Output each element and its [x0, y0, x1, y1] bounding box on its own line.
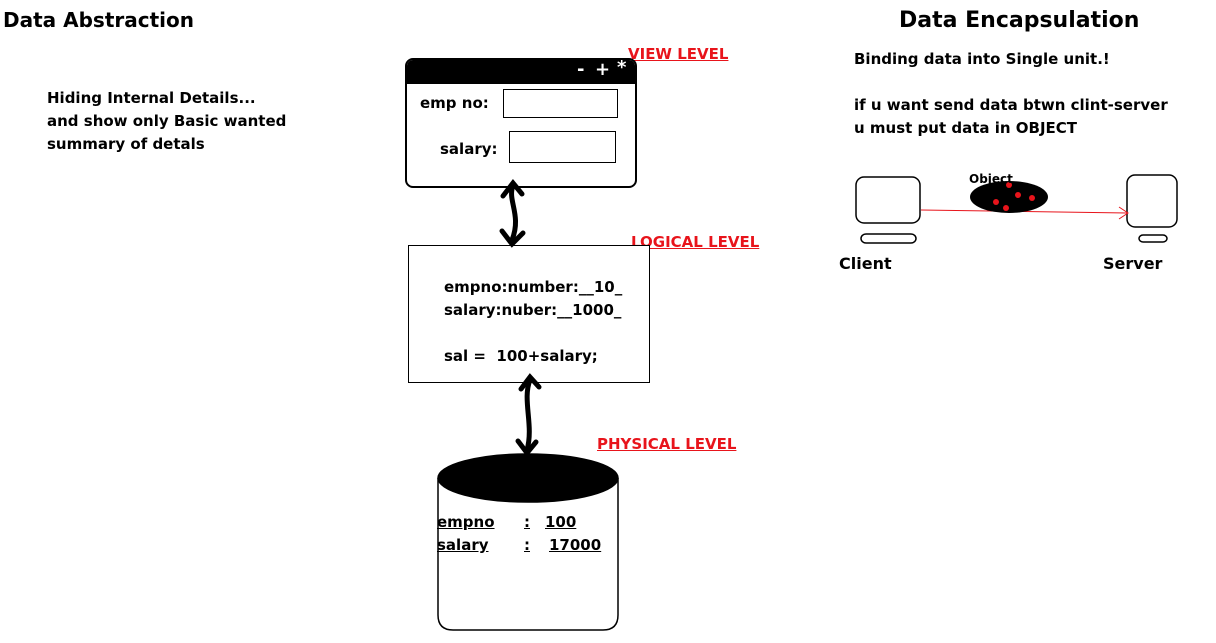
logical-box: empno:number:__10_ salary:nuber:__1000_ …: [408, 245, 650, 383]
view-window: - + * emp no: salary:: [405, 58, 637, 188]
logical-line-4: sal = 100+salary;: [444, 347, 598, 365]
database-cylinder: [437, 453, 619, 631]
description-line-1: Hiding Internal Details...: [47, 89, 256, 107]
salary-field[interactable]: [509, 131, 616, 163]
encapsulation-line-3: u must put data in OBJECT: [854, 119, 1078, 137]
abstraction-description: Hiding Internal Details... and show only…: [47, 87, 286, 156]
encapsulation-line-1: Binding data into Single unit.!: [854, 50, 1110, 68]
logical-line-1: empno:number:__10_: [444, 278, 623, 296]
physical-sep-1: :: [524, 513, 530, 531]
physical-key-2: salary: [437, 536, 489, 554]
description-line-2: and show only Basic wanted: [47, 112, 287, 130]
double-arrow-icon: [499, 178, 526, 248]
salary-label: salary:: [440, 140, 498, 158]
physical-value-1: 100: [545, 513, 577, 531]
emp-no-label: emp no:: [420, 94, 489, 112]
object-label: Object: [969, 172, 1013, 186]
window-titlebar: - + *: [407, 60, 635, 84]
maximize-icon[interactable]: +: [595, 59, 611, 80]
object-ellipse-icon: [970, 181, 1048, 213]
emp-no-field[interactable]: [503, 89, 618, 118]
view-level-label: VIEW LEVEL: [628, 45, 729, 63]
server-computer-icon: [1126, 174, 1178, 243]
description-line-3: summary of detals: [47, 135, 205, 153]
physical-value-2: 17000: [549, 536, 602, 554]
encapsulation-line-2: if u want send data btwn clint-server: [854, 96, 1168, 114]
logical-level-label: LOGICAL LEVEL: [631, 233, 760, 251]
close-icon[interactable]: *: [617, 58, 627, 78]
minimize-icon[interactable]: -: [577, 59, 585, 80]
physical-key-1: empno: [437, 513, 495, 531]
physical-level-label: PHYSICAL LEVEL: [597, 435, 737, 453]
client-computer-icon: [855, 176, 921, 244]
physical-sep-2: :: [524, 536, 530, 554]
logical-line-2: salary:nuber:__1000_: [444, 301, 622, 319]
double-arrow-icon: [515, 373, 542, 458]
server-label: Server: [1103, 254, 1163, 273]
client-label: Client: [839, 254, 892, 273]
data-encapsulation-title: Data Encapsulation: [899, 8, 1140, 33]
data-abstraction-title: Data Abstraction: [3, 8, 194, 32]
